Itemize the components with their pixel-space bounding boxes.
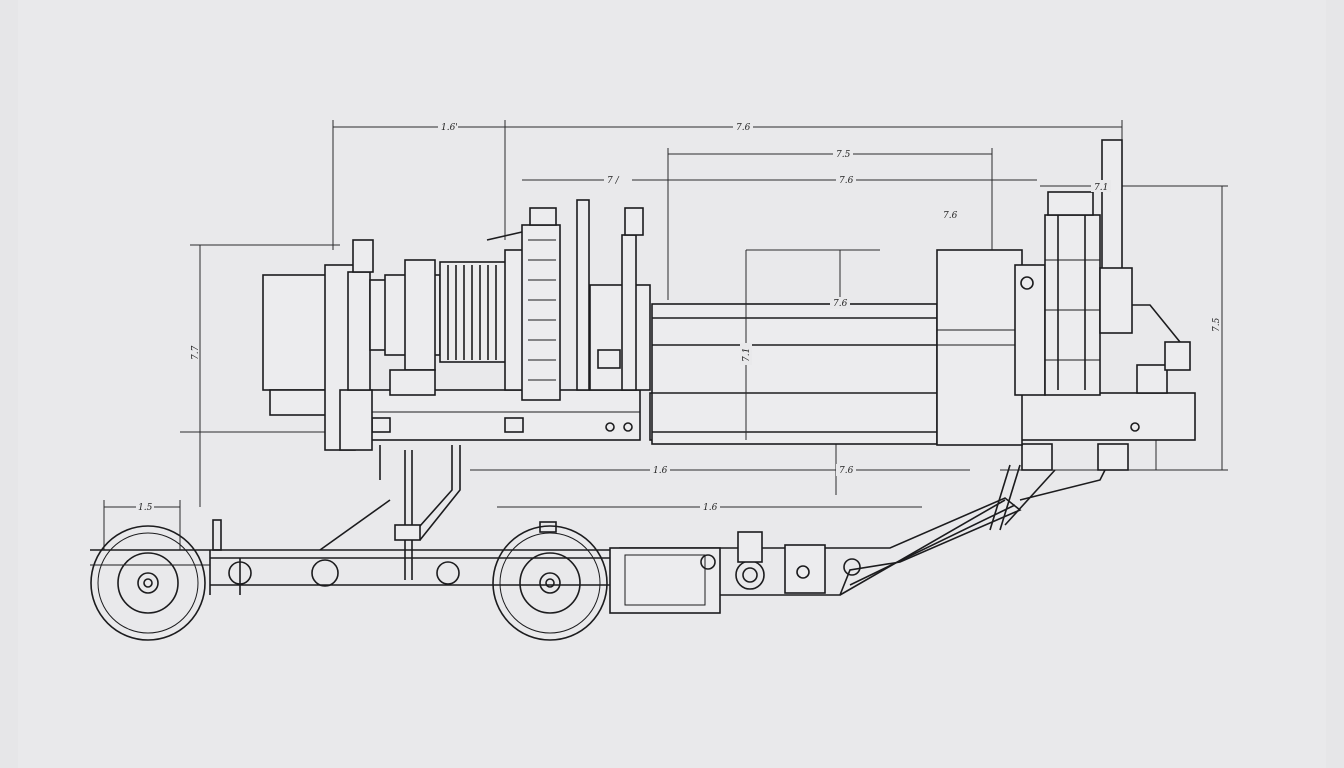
drive-tower — [1014, 139, 1191, 396]
dim-column-tag: 7.6 — [943, 211, 958, 221]
suspension-links — [319, 443, 1129, 580]
dim-tank-inner: 7.6 — [833, 299, 848, 309]
dim-wheel-width: 1.5 — [138, 503, 153, 513]
dim-right-small: 7.1 — [1094, 183, 1108, 193]
dim-tank-height: 7.1 — [742, 348, 752, 362]
pump-column — [576, 199, 651, 391]
tank-body — [651, 249, 1023, 446]
rear-wheel — [492, 525, 608, 641]
front-wheel — [90, 525, 206, 641]
dim-left-height: 7.7 — [191, 345, 201, 360]
radiator-fan — [486, 207, 561, 401]
chassis-frame — [90, 497, 1022, 614]
dimension-labels: 1.6' 7.6 7.5 7 / 7.6 7.1 7.7 7.1 7.6 7.5… — [136, 120, 1222, 513]
dim-upper-mid: 7.5 — [836, 150, 851, 160]
dim-axle-span: 1.6 — [703, 503, 718, 513]
dim-lower-left: 1.6 — [653, 466, 668, 476]
dim-lower-mid: 7.6 — [839, 466, 854, 476]
dim-mid-right: 7.6 — [839, 176, 854, 186]
bellows-coupling — [439, 249, 526, 391]
dim-right-height: 7.5 — [1212, 317, 1222, 332]
dim-top-left: 1.6' — [441, 123, 458, 133]
dim-mid-left: 7 / — [607, 176, 620, 186]
dim-top-overall: 7.6 — [736, 123, 751, 133]
engine-assembly — [262, 239, 441, 451]
